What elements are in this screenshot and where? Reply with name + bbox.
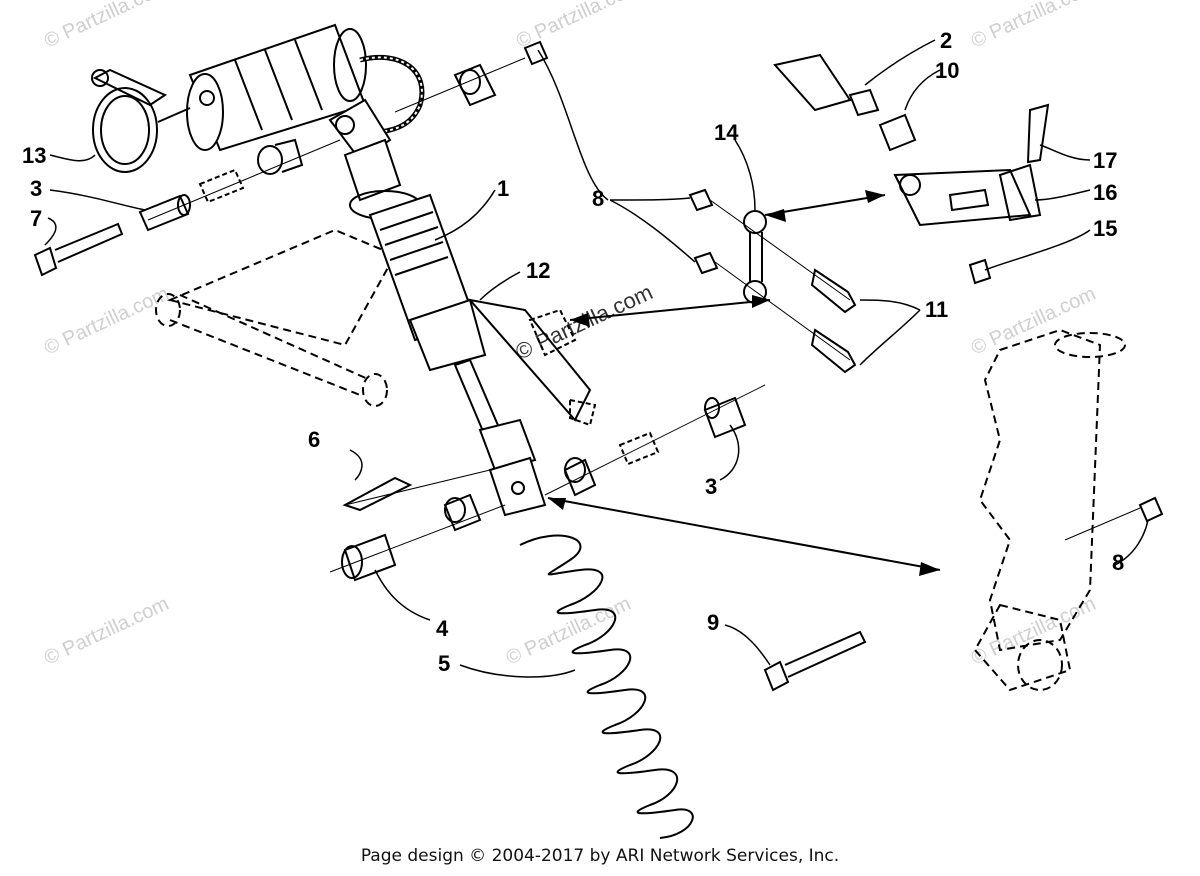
callout-12: 12 <box>526 258 550 283</box>
shock-absorber <box>328 98 547 517</box>
nut-8-right <box>1064 496 1164 541</box>
watermark: © Partzilla.com <box>968 283 1099 360</box>
callout-6: 6 <box>308 427 320 452</box>
callout-16: 16 <box>1093 180 1117 205</box>
upper-bushings <box>138 138 341 232</box>
callout-4: 4 <box>436 616 449 641</box>
leader-lines <box>44 39 1149 678</box>
arrowheads <box>548 190 940 576</box>
callout-8: 8 <box>592 186 604 211</box>
hose-clamp <box>91 68 191 173</box>
callout-7: 7 <box>30 206 42 231</box>
coil-spring <box>519 534 694 839</box>
bolt-9 <box>763 630 867 692</box>
shock-reservoir <box>186 23 425 152</box>
callout-10: 10 <box>935 58 959 83</box>
watermark: © Partzilla.com <box>41 593 172 670</box>
stabilizer-link <box>688 188 857 374</box>
lower-bushings <box>329 384 766 582</box>
watermark: © Partzilla.com <box>41 0 172 53</box>
copyright-footer: Page design © 2004-2017 by ARI Network S… <box>360 846 840 866</box>
upper-nut <box>394 40 549 113</box>
callouts: 1 2 3 3 4 5 6 7 8 8 8 9 10 11 12 13 14 1… <box>22 28 1124 676</box>
callout-5: 5 <box>438 651 450 676</box>
callout-17: 17 <box>1093 148 1117 173</box>
spindle <box>973 328 1126 692</box>
a-arm-frame <box>155 228 397 407</box>
adjuster-arm <box>773 53 1050 285</box>
callout-14: 14 <box>714 120 739 145</box>
callout-15: 15 <box>1093 216 1117 241</box>
callout-3b: 3 <box>705 474 717 499</box>
arrows <box>547 194 941 571</box>
callout-11: 11 <box>925 297 948 322</box>
watermark: © Partzilla.com <box>968 0 1099 53</box>
watermark: © Partzilla.com <box>41 283 172 360</box>
callout-9: 9 <box>707 610 719 635</box>
callout-3: 3 <box>30 176 42 201</box>
callout-13: 13 <box>22 143 46 168</box>
watermark: © Partzilla.com <box>503 593 634 670</box>
bolt-7 <box>33 222 124 277</box>
callout-2: 2 <box>940 28 952 53</box>
callout-1: 1 <box>497 176 509 201</box>
callout-8b: 8 <box>1112 550 1124 575</box>
watermark: © Partzilla.com <box>968 593 1099 670</box>
shock-bracket <box>467 298 597 427</box>
